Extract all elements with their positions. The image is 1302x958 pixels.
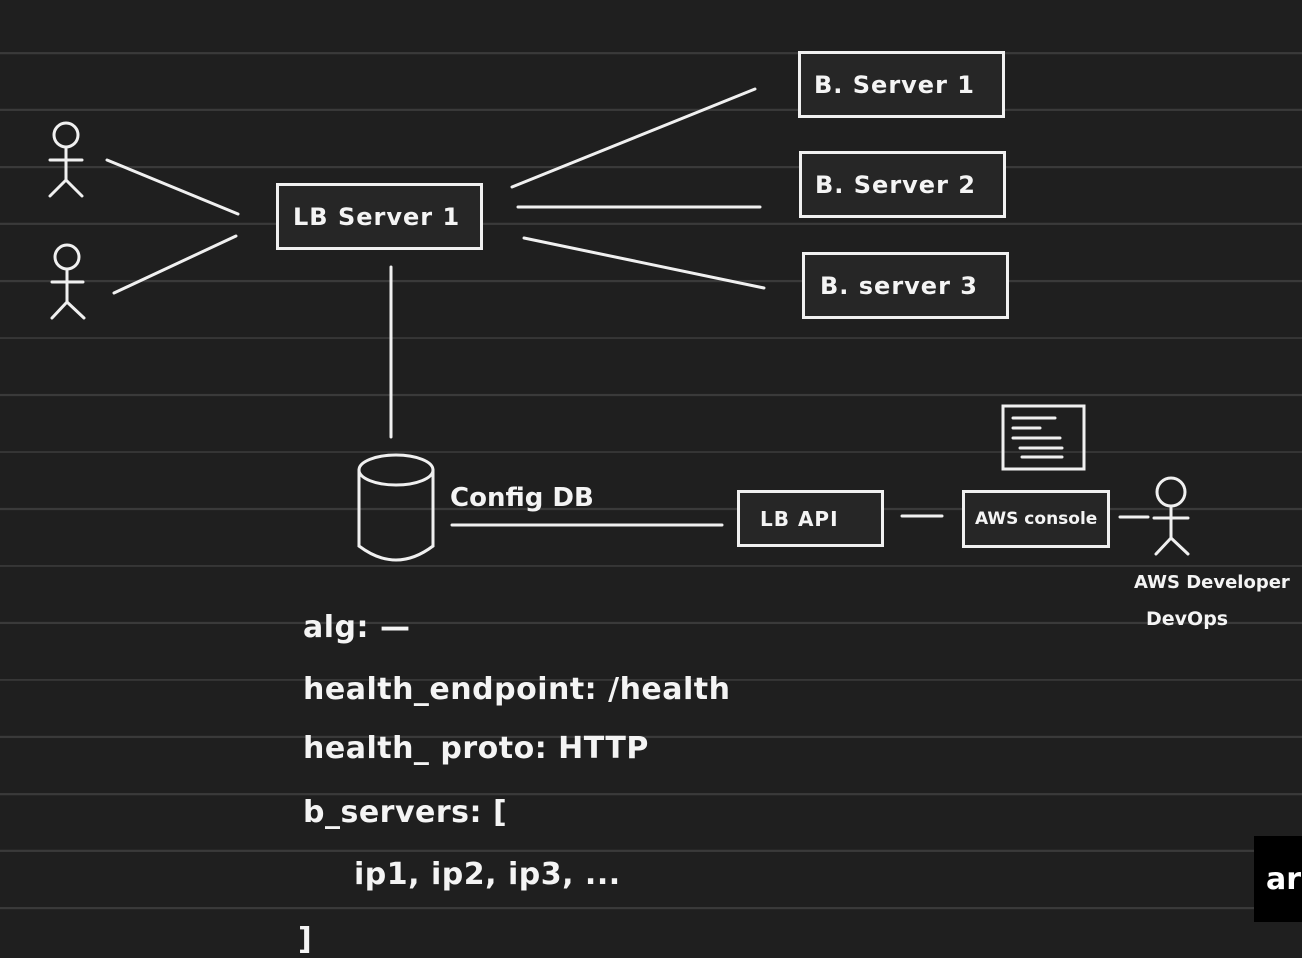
config-ips-line: ip1, ip2, ip3, ...	[354, 857, 621, 892]
devops-label: DevOps	[1146, 608, 1229, 630]
backend-server-2-box: B. Server 2	[799, 151, 1006, 218]
user-1-icon	[48, 121, 84, 198]
aws-console-box: AWS console	[962, 490, 1110, 548]
lb-server-label: LB Server 1	[293, 202, 461, 231]
config-b-servers-line: b_servers: [	[303, 795, 508, 830]
backend-server-1-label: B. Server 1	[814, 70, 975, 99]
corner-overlay-badge: ar	[1254, 836, 1302, 922]
config-close-bracket: ]	[298, 922, 313, 957]
user-1-connector	[105, 158, 240, 216]
database-icon	[357, 453, 435, 562]
config-alg-line: alg: —	[303, 610, 411, 645]
lb-server-box: LB Server 1	[276, 183, 483, 250]
config-health-proto-line: health_ proto: HTTP	[303, 731, 649, 766]
backend-server-3-label: B. server 3	[820, 271, 978, 300]
config-health-endpoint-line: health_endpoint: /health	[303, 672, 731, 707]
developer-icon	[1152, 476, 1190, 556]
user-2-icon	[50, 243, 86, 320]
aws-developer-label: AWS Developer	[1134, 572, 1290, 593]
corner-overlay-text: ar	[1266, 861, 1302, 897]
lb-to-server-1-connector	[510, 87, 757, 189]
lb-api-label: LB API	[760, 506, 839, 531]
terminal-window-icon	[1001, 404, 1086, 471]
backend-server-2-label: B. Server 2	[815, 170, 976, 199]
lb-api-box: LB API	[737, 490, 884, 547]
aws-console-label: AWS console	[975, 509, 1098, 529]
lb-to-server-3-connector	[522, 236, 766, 290]
backend-server-1-box: B. Server 1	[798, 51, 1005, 118]
config-db-label: Config DB	[450, 483, 594, 513]
user-2-connector	[112, 234, 238, 295]
backend-server-3-box: B. server 3	[802, 252, 1009, 319]
